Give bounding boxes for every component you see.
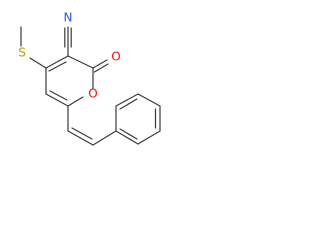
ring-bond-c5-c6 <box>45 93 69 107</box>
chemical-structure-diagram: N S O O <box>18 11 161 146</box>
styryl-group <box>67 105 117 146</box>
ring-oxygen-label: O <box>88 87 97 101</box>
methylthio-group <box>20 26 47 69</box>
nitrogen-atom-label: N <box>64 11 73 25</box>
carbonyl-oxygen-label: O <box>111 50 120 64</box>
pyranone-ring <box>45 55 94 107</box>
sulfur-atom-label: S <box>18 46 26 60</box>
ring-bond-c6-o1 <box>67 96 84 107</box>
ring-bond-c2-c3 <box>67 55 94 69</box>
phenyl-ring <box>115 93 161 145</box>
ring-bond-c3-c4 <box>45 55 69 69</box>
carbonyl-double-bond <box>92 59 109 73</box>
nitrile-triple-bond <box>64 26 72 49</box>
